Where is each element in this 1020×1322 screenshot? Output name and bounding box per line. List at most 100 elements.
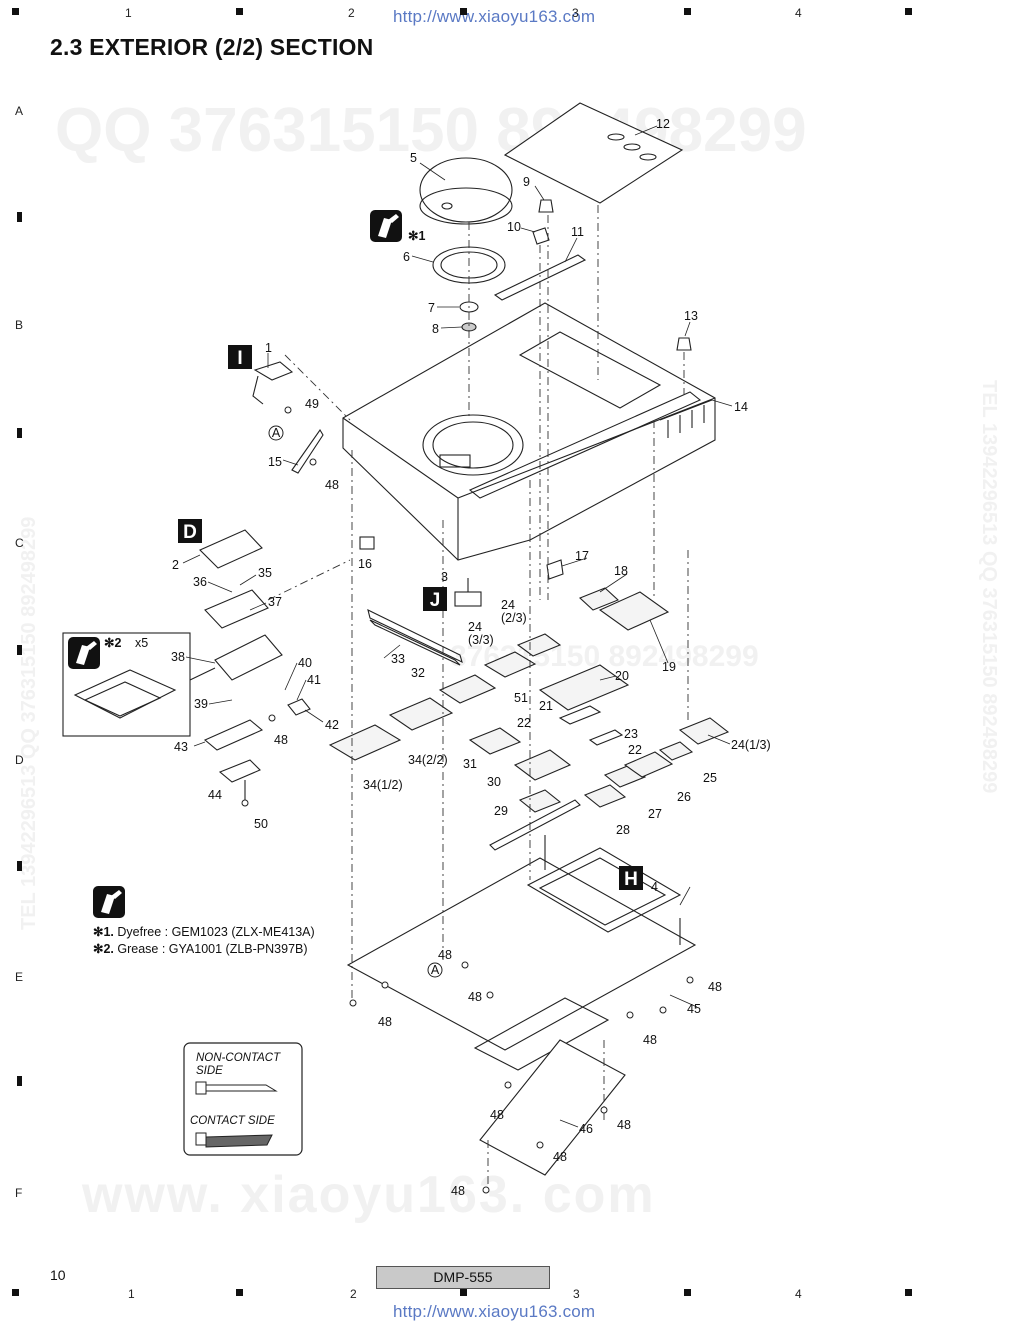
note-2: ✻2. Grease : GYA1001 (ZLB-PN397B): [93, 942, 308, 956]
leader: [684, 321, 691, 337]
callout-49: 49: [305, 397, 319, 411]
block-label-h: H: [624, 869, 638, 890]
chassis-jog: [422, 414, 524, 476]
leader: [185, 656, 216, 664]
part-31: [468, 727, 522, 755]
part-12-plate: [503, 102, 684, 204]
zone-row-e: E: [15, 970, 24, 984]
edge-tick: [905, 1289, 912, 1296]
leader: [282, 459, 299, 466]
part-1-bracket: [252, 361, 294, 405]
part-23: [588, 729, 624, 746]
part-5-disc: [419, 157, 513, 223]
leader: [520, 227, 536, 233]
callout-48: 48: [325, 478, 339, 492]
header-url[interactable]: http://www.xiaoyu163.com: [393, 7, 596, 26]
callout-34-1-2: 34(1/2): [363, 778, 403, 792]
screw-48: [600, 1106, 608, 1114]
edge-tick: [905, 8, 912, 15]
reference-a-label: A: [272, 426, 281, 440]
contact-legend-box: NON-CONTACT SIDE CONTACT SIDE: [183, 1042, 303, 1156]
part-18: [578, 587, 620, 611]
part-37-frame: [204, 589, 269, 629]
watermark-qq: QQ 376315150 892498299: [55, 96, 807, 165]
callout-30: 30: [487, 775, 501, 789]
callout-7: 7: [428, 301, 435, 315]
edge-tick: [17, 645, 22, 655]
leader: [711, 399, 733, 407]
zone-col-2-bottom: 2: [350, 1287, 357, 1301]
leader: [383, 644, 401, 659]
part-29: [518, 789, 562, 813]
chassis-display: [468, 391, 702, 499]
reference-a-label: A: [431, 963, 440, 977]
inset-mechanism: [73, 669, 177, 719]
leader: [249, 602, 267, 611]
leader: [296, 679, 307, 701]
edge-tick: [12, 8, 19, 15]
legend-contact-shape: [205, 1134, 273, 1148]
part-14-main-chassis: [342, 302, 716, 561]
callout-2: 2: [172, 558, 179, 572]
callout-4: 4: [651, 880, 658, 894]
callout-19: 19: [662, 660, 676, 674]
edge-tick: [460, 1289, 467, 1296]
part-5-disc-edge: [419, 187, 513, 225]
callout-46: 46: [579, 1122, 593, 1136]
zone-col-3-bottom: 3: [573, 1287, 580, 1301]
part-21: [558, 705, 602, 725]
footer-url[interactable]: http://www.xiaoyu163.com: [393, 1302, 596, 1321]
part-11-strip: [493, 254, 587, 301]
part-44-bracket: [218, 759, 261, 802]
part-19: [598, 591, 670, 631]
leader: [284, 662, 298, 691]
leader: [707, 734, 731, 745]
screw-48: [486, 991, 494, 999]
zone-col-3-top: 3: [572, 6, 579, 20]
callout-32: 32: [411, 666, 425, 680]
inset-mechanism: [83, 681, 162, 717]
chassis-vent: [659, 399, 713, 421]
part-lower-rail: [473, 997, 610, 1071]
screw-48: [482, 1186, 490, 1194]
callout-24-2-3: 24(2/3): [501, 598, 527, 625]
part-32: [438, 674, 497, 704]
page-title: 2.3 EXTERIOR (2/2) SECTION: [50, 34, 374, 60]
assembly-line: [267, 559, 351, 601]
leader: [561, 557, 588, 567]
part-24-1-3: [678, 717, 730, 745]
callout-38: 38: [171, 650, 185, 664]
callout-star-1: ✻1: [408, 229, 425, 243]
part-34-2-2: [388, 697, 454, 731]
leader: [411, 255, 434, 263]
legend-contact-line: CONTACT SIDE: [190, 1115, 275, 1127]
callout-23: 23: [624, 727, 638, 741]
callout-37: 37: [268, 595, 282, 609]
part-4-display-inner: [538, 857, 667, 926]
edge-tick: [684, 1289, 691, 1296]
edge-tick: [12, 1289, 19, 1296]
watermark-bottom: www. xiaoyu163. com: [82, 1166, 656, 1224]
callout-29: 29: [494, 804, 508, 818]
note-1: ✻1. Dyefree : GEM1023 (ZLX-ME413A): [93, 925, 315, 939]
reference-a-marker: [427, 962, 443, 978]
part-12-slot: [607, 133, 625, 141]
part-43-bracket: [203, 719, 264, 751]
screw-48: [268, 714, 276, 722]
part-4-display: [526, 847, 682, 933]
screw-48: [349, 999, 357, 1007]
part-26: [623, 751, 674, 778]
zone-row-c: C: [15, 536, 24, 550]
callout-48: 48: [490, 1108, 504, 1122]
callout-48: 48: [708, 980, 722, 994]
leader: [182, 554, 201, 564]
page-number: 10: [50, 1267, 66, 1283]
callout-36: 36: [193, 575, 207, 589]
part-2: [199, 529, 263, 569]
part-34-1-2: [328, 724, 402, 761]
part-46-plate: [479, 1039, 626, 1176]
part-25: [658, 741, 694, 761]
callout-24-1-3: 24(1/3): [731, 738, 771, 752]
part-10-knob: [532, 227, 550, 245]
callout-48: 48: [274, 733, 288, 747]
